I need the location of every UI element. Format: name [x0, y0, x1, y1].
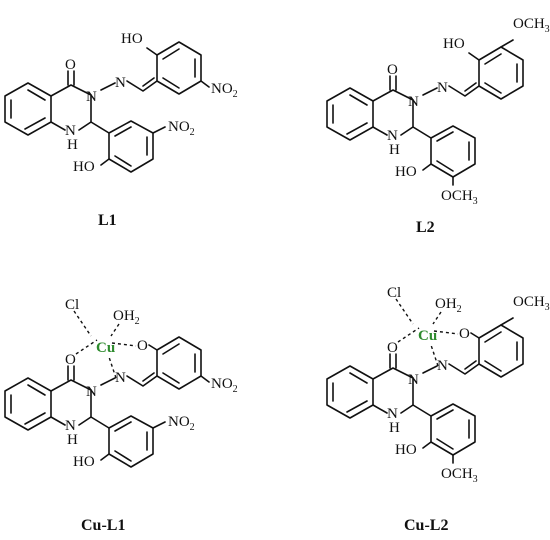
atom-n3: N — [86, 89, 97, 105]
molecule-l2: O N N N H HO OCH3 HO OCH3 — [326, 16, 550, 207]
caption-l1: L1 — [98, 212, 117, 229]
atom-n3: N — [408, 94, 419, 110]
atom-lower-oh: HO — [395, 442, 417, 458]
atom-carbonyl-o: O — [65, 57, 76, 73]
atom-chloride: Cl — [387, 285, 401, 301]
molecule-l1: O N N N H HO NO2 NO2 HO — [4, 31, 238, 175]
atom-lower-och3: OCH3 — [441, 466, 478, 485]
atom-lower-oh: HO — [73, 454, 95, 470]
atom-carbonyl-o: O — [387, 62, 398, 78]
atom-upper-oh: HO — [443, 36, 465, 52]
atom-nh-h: H — [389, 420, 400, 436]
atom-copper: Cu — [418, 328, 437, 344]
atom-upper-och3: OCH3 — [513, 294, 550, 313]
atom-lower-och3: OCH3 — [441, 188, 478, 207]
atom-upper-no2: NO2 — [211, 81, 238, 100]
atom-n3: N — [86, 384, 97, 400]
molecule-cu-l1: O N N N H O Cu Cl OH2 NO2 NO2 HO — [4, 297, 238, 470]
caption-l2: L2 — [416, 219, 435, 236]
atom-phenolate-o: O — [459, 326, 470, 342]
atom-imine-n: N — [437, 80, 448, 96]
atom-aqua: OH2 — [435, 296, 462, 315]
atom-chloride: Cl — [65, 297, 79, 313]
molecule-cu-l2: O N N N H O Cu Cl OH2 OCH3 HO OCH3 — [326, 285, 550, 485]
atom-copper: Cu — [96, 340, 115, 356]
atom-nh-h: H — [67, 432, 78, 448]
atom-carbonyl-o: O — [387, 340, 398, 356]
atom-aqua: OH2 — [113, 308, 140, 327]
caption-cu-l2: Cu-L2 — [404, 517, 448, 534]
atom-nh: N — [387, 128, 398, 144]
atom-nh-h: H — [67, 137, 78, 153]
atom-imine-n: N — [115, 75, 126, 91]
atom-carbonyl-o: O — [65, 352, 76, 368]
caption-cu-l1: Cu-L1 — [81, 517, 125, 534]
atom-phenolate-o: O — [137, 338, 148, 354]
atom-imine-n: N — [437, 358, 448, 374]
atom-nh: N — [65, 418, 76, 434]
atom-nh: N — [65, 123, 76, 139]
atom-lower-no2: NO2 — [168, 414, 195, 433]
atom-nh: N — [387, 406, 398, 422]
atom-n3: N — [408, 372, 419, 388]
atom-lower-no2: NO2 — [168, 119, 195, 138]
atom-upper-och3: OCH3 — [513, 16, 550, 35]
atom-upper-no2: NO2 — [211, 376, 238, 395]
atom-nh-h: H — [389, 142, 400, 158]
atom-upper-oh: HO — [121, 31, 143, 47]
atom-lower-oh: HO — [73, 159, 95, 175]
atom-lower-oh: HO — [395, 164, 417, 180]
atom-imine-n: N — [115, 370, 126, 386]
